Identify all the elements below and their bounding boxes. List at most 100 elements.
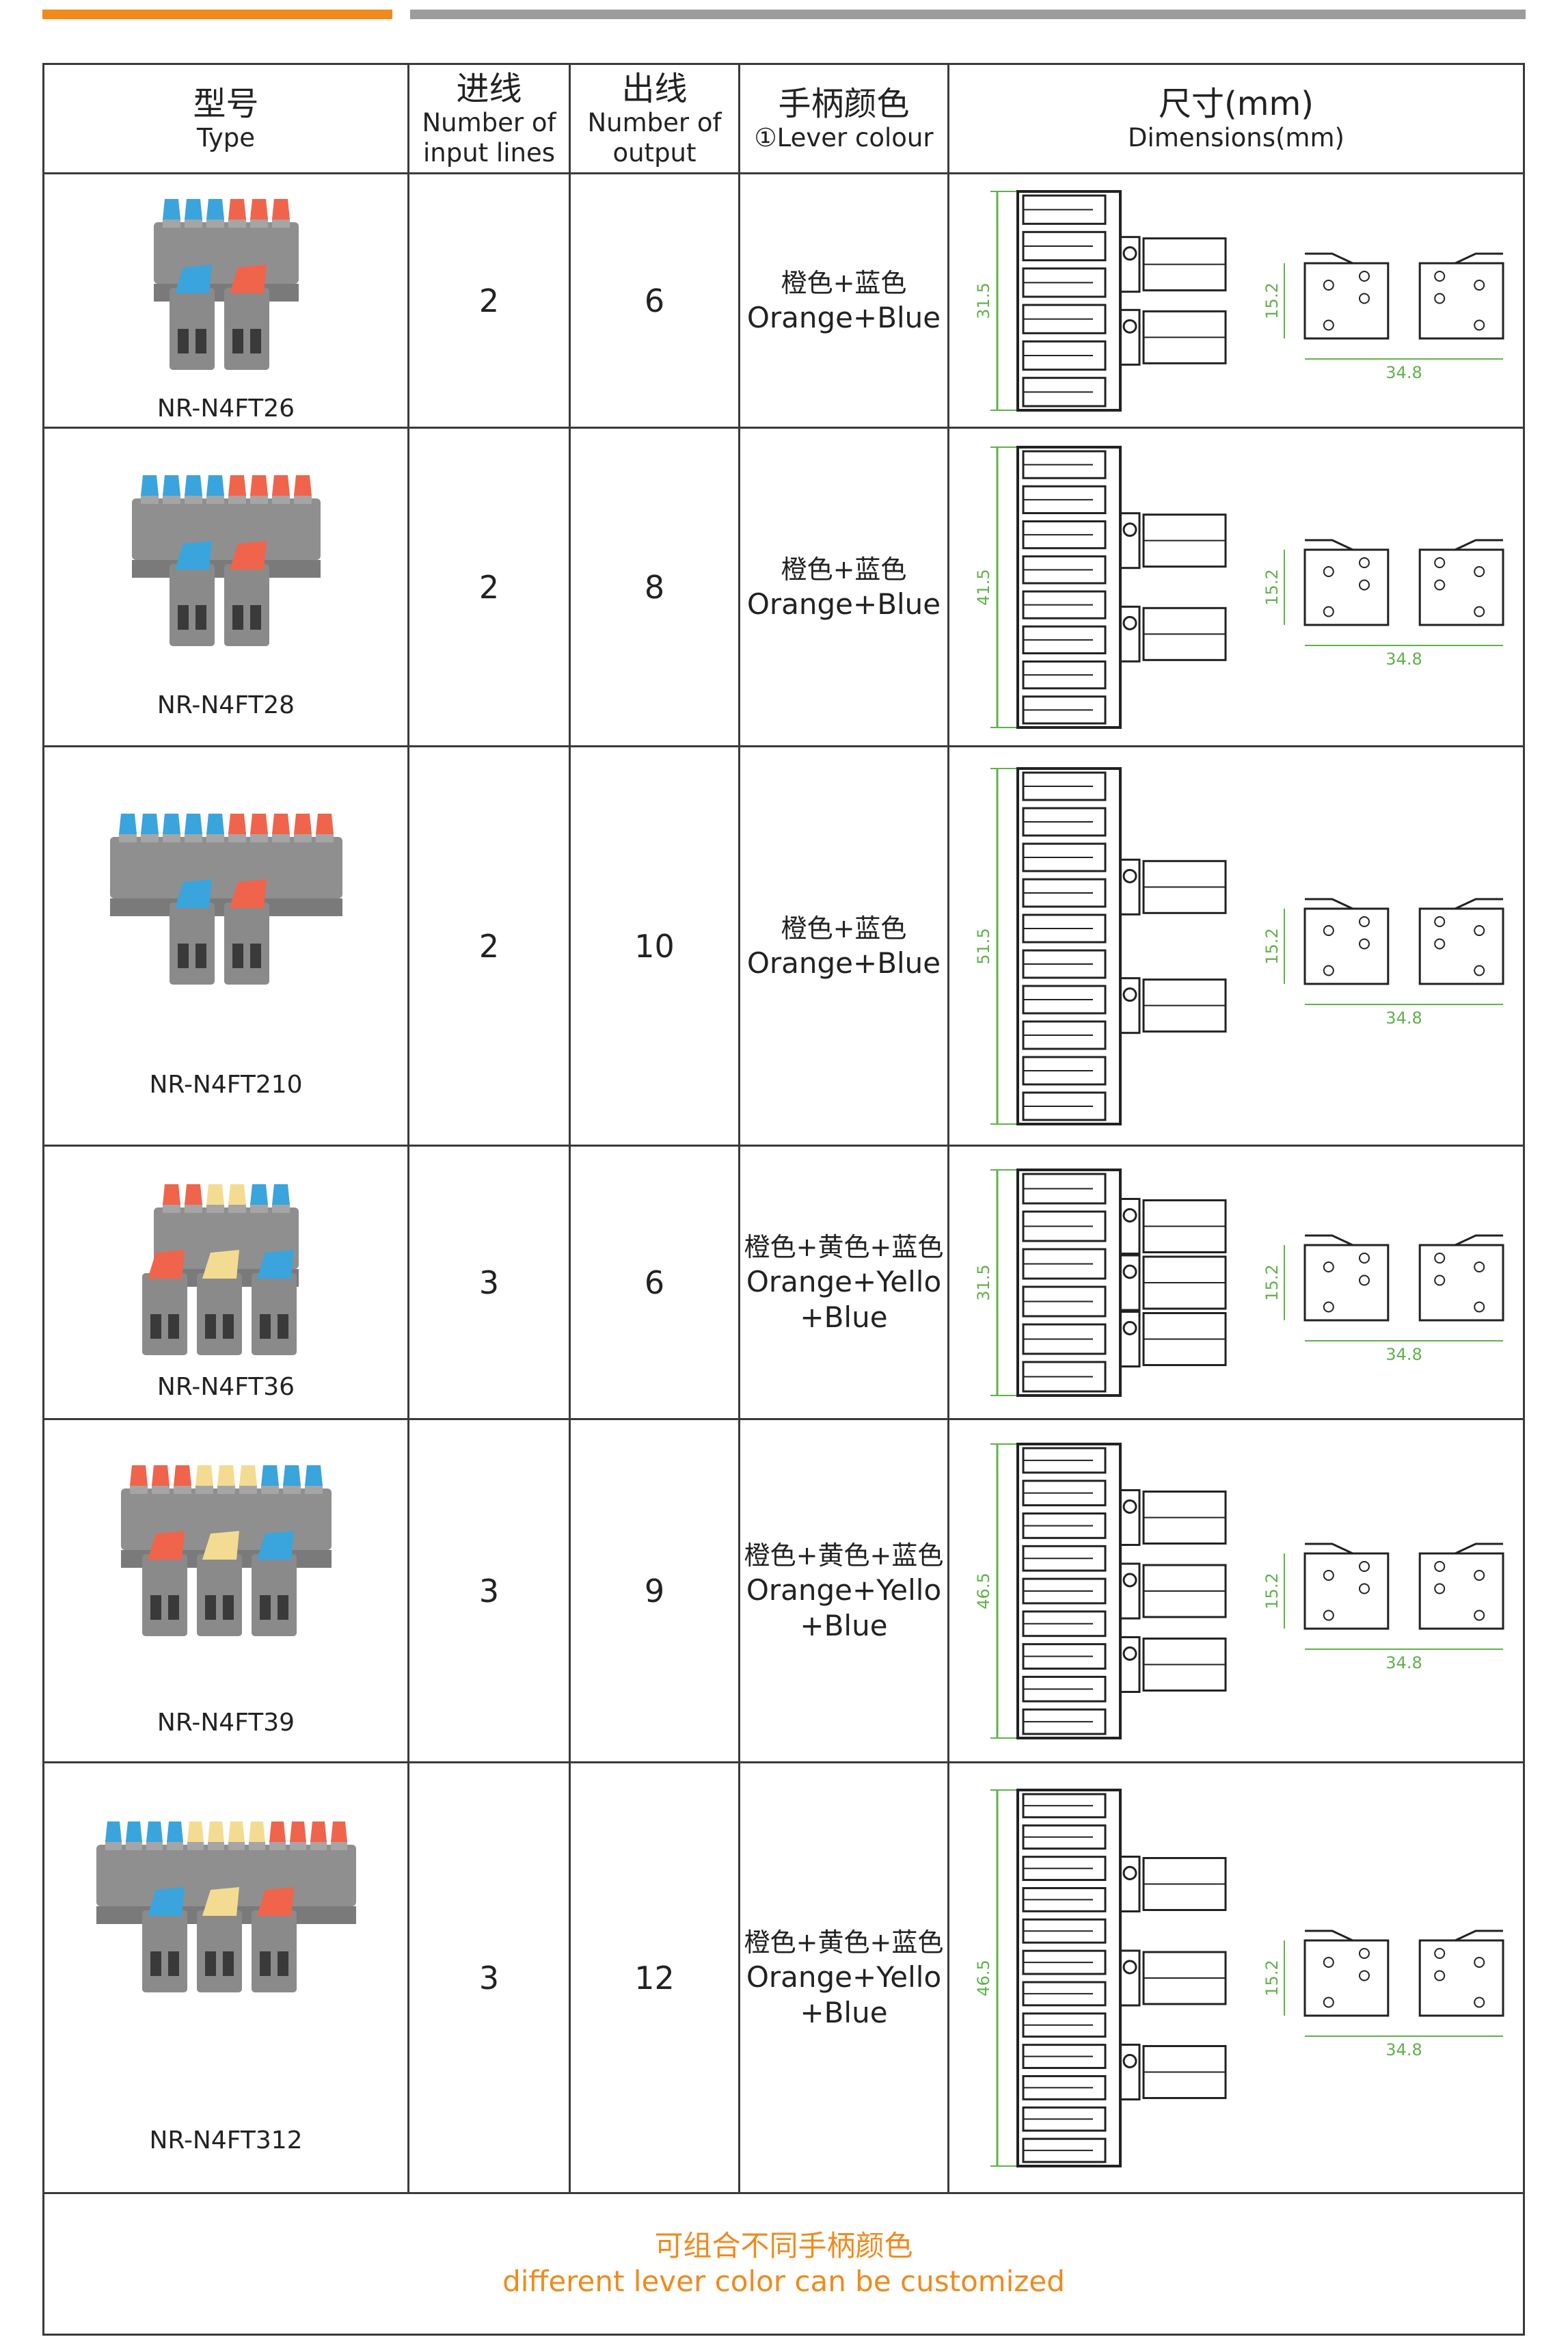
- output-lever-blue: [206, 199, 224, 219]
- side-view-hole: [1433, 938, 1445, 949]
- footer-cell: 可组合不同手柄颜色 different lever color can be c…: [42, 2192, 1525, 2336]
- product-image: [141, 1184, 299, 1355]
- output-lever-red: [228, 475, 246, 496]
- lever-colour-en: Orange+Blue: [746, 300, 941, 334]
- side-view-hole: [1323, 924, 1334, 936]
- header-type-en: Type: [197, 122, 255, 152]
- side-dimension-label: 15.2: [1262, 1264, 1282, 1300]
- output-lever-red: [129, 1465, 148, 1486]
- width-dimension-label: 34.8: [1385, 1345, 1422, 1364]
- input-block-outline: [1119, 1310, 1140, 1367]
- side-dimension-label: 15.2: [1262, 1573, 1282, 1609]
- output-lever-blue: [162, 814, 180, 834]
- output-count: 10: [569, 745, 740, 1147]
- model-number: NR-N4FT312: [149, 2126, 303, 2154]
- output-count: 9: [569, 1418, 740, 1763]
- lever-slot: [129, 1484, 148, 1494]
- wire-hole: [167, 1951, 179, 1976]
- side-view-hole: [1473, 1569, 1485, 1581]
- lever-slot: [206, 833, 224, 842]
- header-input: 进线 Number of input lines: [407, 63, 571, 174]
- header-output-en1: Number of: [587, 107, 722, 137]
- lever-slot: [151, 1484, 170, 1494]
- wire-hole: [150, 1314, 161, 1339]
- lever-slot: [184, 1203, 202, 1213]
- side-view-hole: [1433, 579, 1445, 590]
- input-branch: [141, 1554, 187, 1636]
- output-lever-yellow: [206, 1184, 224, 1205]
- output-lever-blue: [271, 1184, 290, 1205]
- side-view-hole: [1433, 1947, 1445, 1959]
- side-view-hole: [1323, 1610, 1334, 1620]
- side-view-hole: [1323, 565, 1334, 577]
- side-view-hole: [1433, 1274, 1445, 1285]
- input-block-outline: [1119, 1488, 1140, 1546]
- lever-colour-cn: 橙色+蓝色: [781, 554, 907, 585]
- lever-slot: [162, 218, 180, 228]
- lever-slot: [118, 833, 137, 842]
- lever-colour-en: Orange+Yello: [746, 1573, 942, 1607]
- side-view-hole: [1433, 1970, 1445, 1981]
- side-view-clip: [1304, 898, 1503, 909]
- side-view-hole: [1473, 565, 1485, 577]
- wire-hole: [277, 1595, 288, 1620]
- mount-hole: [1122, 522, 1137, 537]
- wire-hole: [195, 605, 206, 630]
- header-type: 型号 Type: [42, 63, 409, 174]
- input-branch: [141, 1273, 187, 1355]
- input-lever-blue: [174, 541, 212, 570]
- side-view-hole: [1433, 270, 1445, 282]
- input-branch: [169, 288, 215, 370]
- output-lever-red: [173, 1465, 191, 1486]
- input-branch: [196, 1273, 242, 1355]
- wire-hole: [249, 329, 261, 353]
- lever-slot: [140, 833, 159, 842]
- input-count: 2: [407, 427, 571, 747]
- side-view-hole: [1433, 293, 1445, 304]
- output-lever-blue: [304, 1465, 323, 1486]
- output-count: 6: [569, 1145, 740, 1420]
- lever-slot: [271, 1203, 290, 1213]
- side-view-hole: [1358, 916, 1370, 927]
- output-lever-yellow: [248, 1821, 265, 1842]
- side-view-hole: [1433, 1583, 1445, 1594]
- side-view-right: [1418, 548, 1504, 626]
- wire-hole: [177, 605, 189, 630]
- lever-colour-en2: +Blue: [800, 1608, 888, 1642]
- lever-colour-cn: 橙色+黄色+蓝色: [744, 1927, 944, 1958]
- output-lever-blue: [260, 1465, 279, 1486]
- side-view-hole: [1473, 1956, 1485, 1968]
- output-lever-blue: [206, 475, 224, 496]
- output-lever-blue: [162, 199, 180, 219]
- wire-hole: [232, 944, 243, 968]
- output-lever-red: [162, 1184, 180, 1205]
- lever-slot: [146, 1841, 163, 1850]
- width-dimension-label: 34.8: [1385, 2040, 1422, 2059]
- wire-hole: [222, 1595, 234, 1620]
- lever-slot: [228, 494, 246, 504]
- lever-slot: [228, 1203, 246, 1213]
- output-lever-blue: [249, 1184, 268, 1205]
- lever-colour-en: Orange+Blue: [746, 946, 941, 980]
- output-lever-yellow: [239, 1465, 257, 1486]
- product-image: [131, 475, 321, 646]
- side-view-hole: [1473, 1997, 1485, 2007]
- side-view-hole: [1323, 1956, 1334, 1968]
- lever-slot: [207, 1841, 224, 1850]
- wire-hole: [177, 329, 189, 353]
- lever-slot: [248, 1841, 265, 1850]
- lever-slot: [228, 218, 246, 228]
- input-block-outline: [1119, 1635, 1140, 1693]
- lever-slot: [206, 218, 224, 228]
- header-colour: 手柄颜色 ①Lever colour: [738, 63, 949, 174]
- side-view-hole: [1358, 938, 1370, 949]
- side-view-hole: [1473, 606, 1485, 617]
- side-view-hole: [1433, 1252, 1445, 1264]
- lever-colour-cn: 橙色+黄色+蓝色: [744, 1231, 944, 1262]
- wire-hole: [204, 1951, 216, 1976]
